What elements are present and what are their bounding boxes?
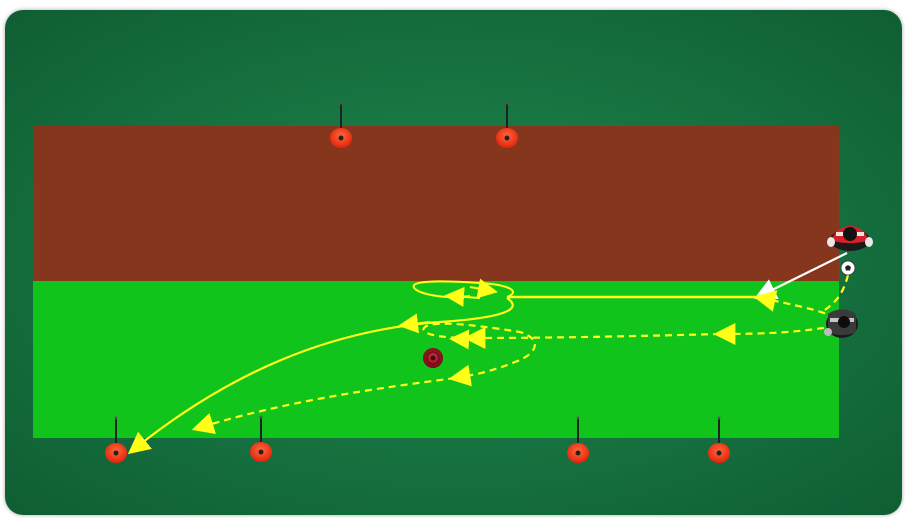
- football-icon: [841, 261, 855, 275]
- cone-icon: [496, 102, 518, 149]
- upper-zone: [33, 126, 839, 281]
- marker-disc-icon: [423, 348, 443, 368]
- player-dark-icon: [824, 310, 858, 339]
- cone-icon: [330, 102, 352, 149]
